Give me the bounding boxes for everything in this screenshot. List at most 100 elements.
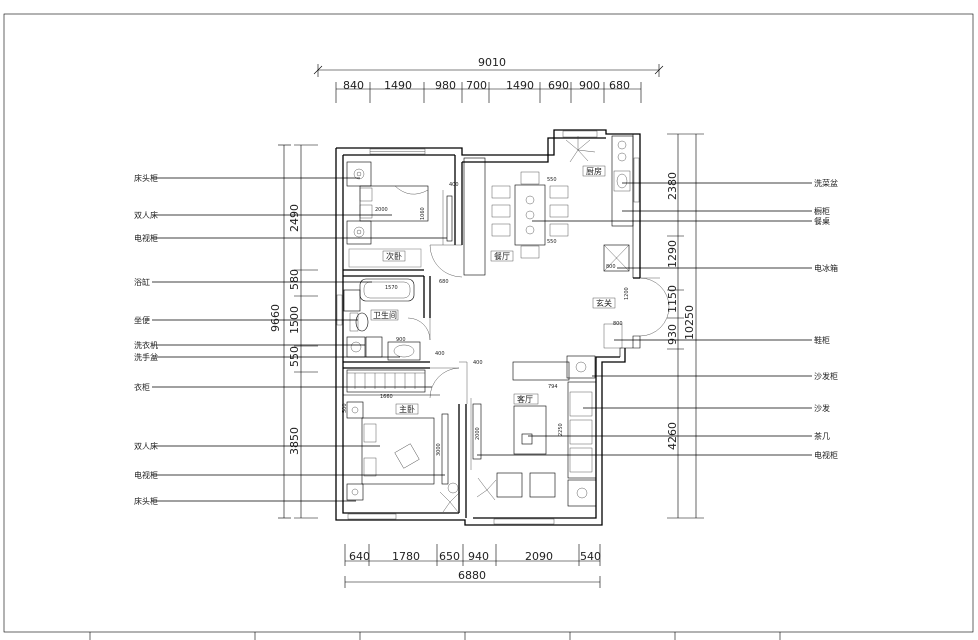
dim-top-4: 700 <box>466 79 487 92</box>
plant-kitchen <box>565 136 596 163</box>
label-tv-cabinet-1: 电视柜 <box>134 233 158 243</box>
label-tv-cabinet-living: 电视柜 <box>814 450 838 460</box>
living-furniture: 794 2000 2250 400 <box>439 355 597 513</box>
windows <box>336 130 640 525</box>
toilet <box>355 312 369 332</box>
dim-right-3: 1150 <box>666 285 679 313</box>
room-master: 主卧 <box>399 404 415 414</box>
room-names: 次卧 餐厅 厨房 卫生间 玄关 客厅 主卧 <box>370 165 616 415</box>
room-kitchen: 厨房 <box>586 166 602 176</box>
room-living: 客厅 <box>517 394 533 404</box>
sheet-border <box>3 13 974 633</box>
label-nightstand-1: 床头柜 <box>134 173 158 183</box>
label-tv-cabinet-2: 电视柜 <box>134 470 158 480</box>
dim-bottom-total: 6880 <box>458 569 486 582</box>
shoe-cabinet <box>603 323 623 349</box>
room-dining: 餐厅 <box>494 252 510 261</box>
dim-left-2: 580 <box>288 269 301 290</box>
double-bed-2 <box>359 185 429 222</box>
room-entrance: 玄关 <box>596 298 612 308</box>
label-basin: 洗手盆 <box>134 352 158 362</box>
svg-text:400: 400 <box>473 360 483 366</box>
svg-text:550: 550 <box>547 177 557 183</box>
right-dimension-chain: 2380 1290 1150 930 4260 10250 <box>666 133 704 519</box>
dim-bottom-5: 2090 <box>525 550 553 563</box>
room-bathroom: 卫生间 <box>373 310 397 320</box>
label-sofa-cabinet: 沙发柜 <box>814 371 838 381</box>
svg-text:1060: 1060 <box>420 207 426 220</box>
svg-text:800: 800 <box>606 264 616 270</box>
label-cabinet: 橱柜 <box>814 206 830 216</box>
svg-text:400: 400 <box>449 182 459 188</box>
double-bed-master <box>361 417 435 485</box>
tv-cabinet-living <box>472 403 482 460</box>
top-dimension-chain: 9010 840 1490 980 700 1490 690 900 680 <box>313 56 664 103</box>
washing-machine <box>346 336 366 358</box>
dim-top-2: 1490 <box>384 79 412 92</box>
kitchen-fixtures: 800 1200 800 <box>565 135 634 349</box>
label-double-bed-1: 双人床 <box>134 210 158 220</box>
sofa-cabinet <box>512 361 570 381</box>
label-refrigerator: 电冰箱 <box>814 263 838 273</box>
svg-text:800: 800 <box>613 321 623 327</box>
dim-top-6: 690 <box>548 79 569 92</box>
wardrobe: 1660 <box>346 369 426 400</box>
tv-cabinet-2 <box>446 195 453 242</box>
label-toilet: 坐便 <box>134 315 150 325</box>
interior-walls <box>343 155 486 518</box>
left-callouts: 床头柜 双人床 电视柜 浴缸 坐便 洗衣机 洗手盆 衣柜 双人床 电视柜 床头柜 <box>134 173 447 506</box>
coffee-table <box>513 405 547 455</box>
sink <box>613 170 631 192</box>
kitchen-counter <box>611 135 634 227</box>
exterior-walls <box>335 129 641 526</box>
dim-top-7: 900 <box>579 79 600 92</box>
dim-left-1: 2490 <box>288 204 301 232</box>
label-sofa: 沙发 <box>814 403 830 413</box>
dim-bottom-4: 940 <box>468 550 489 563</box>
label-sink: 洗菜盆 <box>814 178 838 188</box>
basin <box>387 341 421 361</box>
label-shoe-cabinet: 鞋柜 <box>814 335 830 345</box>
nightstand-top <box>346 161 372 187</box>
label-bathtub: 浴缸 <box>134 277 150 287</box>
svg-text:1660: 1660 <box>380 394 393 400</box>
frame-bottom-ticks <box>89 632 781 640</box>
svg-text:680: 680 <box>439 279 449 285</box>
dim-top-total: 9010 <box>478 56 506 69</box>
bedroom2-furniture: 2000 1060 400 <box>346 161 459 268</box>
tv-cabinet-master <box>441 413 449 485</box>
nightstand-bottom <box>346 220 372 245</box>
label-double-bed-2: 双人床 <box>134 441 158 451</box>
dining-table <box>514 184 546 246</box>
dim-left-4: 550 <box>288 346 301 367</box>
right-callouts: 洗菜盆 橱柜 餐桌 电冰箱 鞋柜 沙发柜 沙发 茶几 电视柜 <box>477 178 838 460</box>
dim-top-3: 980 <box>435 79 456 92</box>
label-nightstand-2: 床头柜 <box>134 496 158 506</box>
dim-top-1: 840 <box>343 79 364 92</box>
svg-text:400: 400 <box>435 351 445 357</box>
dim-right-4: 930 <box>666 324 679 345</box>
label-dining-table: 餐桌 <box>814 216 830 226</box>
sofa <box>567 381 597 479</box>
svg-text:794: 794 <box>548 384 558 390</box>
dim-bottom-6: 540 <box>580 550 601 563</box>
plant-master <box>439 491 461 513</box>
dim-right-1: 2380 <box>666 172 679 200</box>
label-wardrobe: 衣柜 <box>134 382 150 392</box>
label-washing-machine: 洗衣机 <box>134 340 158 350</box>
bathroom-fixtures: 1570 680 900 400 <box>343 278 449 361</box>
room-bedroom2: 次卧 <box>386 251 402 261</box>
svg-text:2000: 2000 <box>475 427 481 440</box>
dim-left-total: 9660 <box>269 304 282 332</box>
svg-text:2000: 2000 <box>375 207 388 213</box>
plant-living <box>476 477 497 501</box>
svg-text:1200: 1200 <box>624 287 630 300</box>
label-coffee-table: 茶几 <box>814 431 830 441</box>
dim-bottom-3: 650 <box>439 550 460 563</box>
dim-left-5: 3850 <box>288 427 301 455</box>
dim-top-5: 1490 <box>506 79 534 92</box>
bottom-dimension-chain: 640 1780 650 940 2090 540 6880 <box>344 544 601 588</box>
left-dimension-chain: 9660 2490 580 1500 550 3850 <box>269 144 318 519</box>
